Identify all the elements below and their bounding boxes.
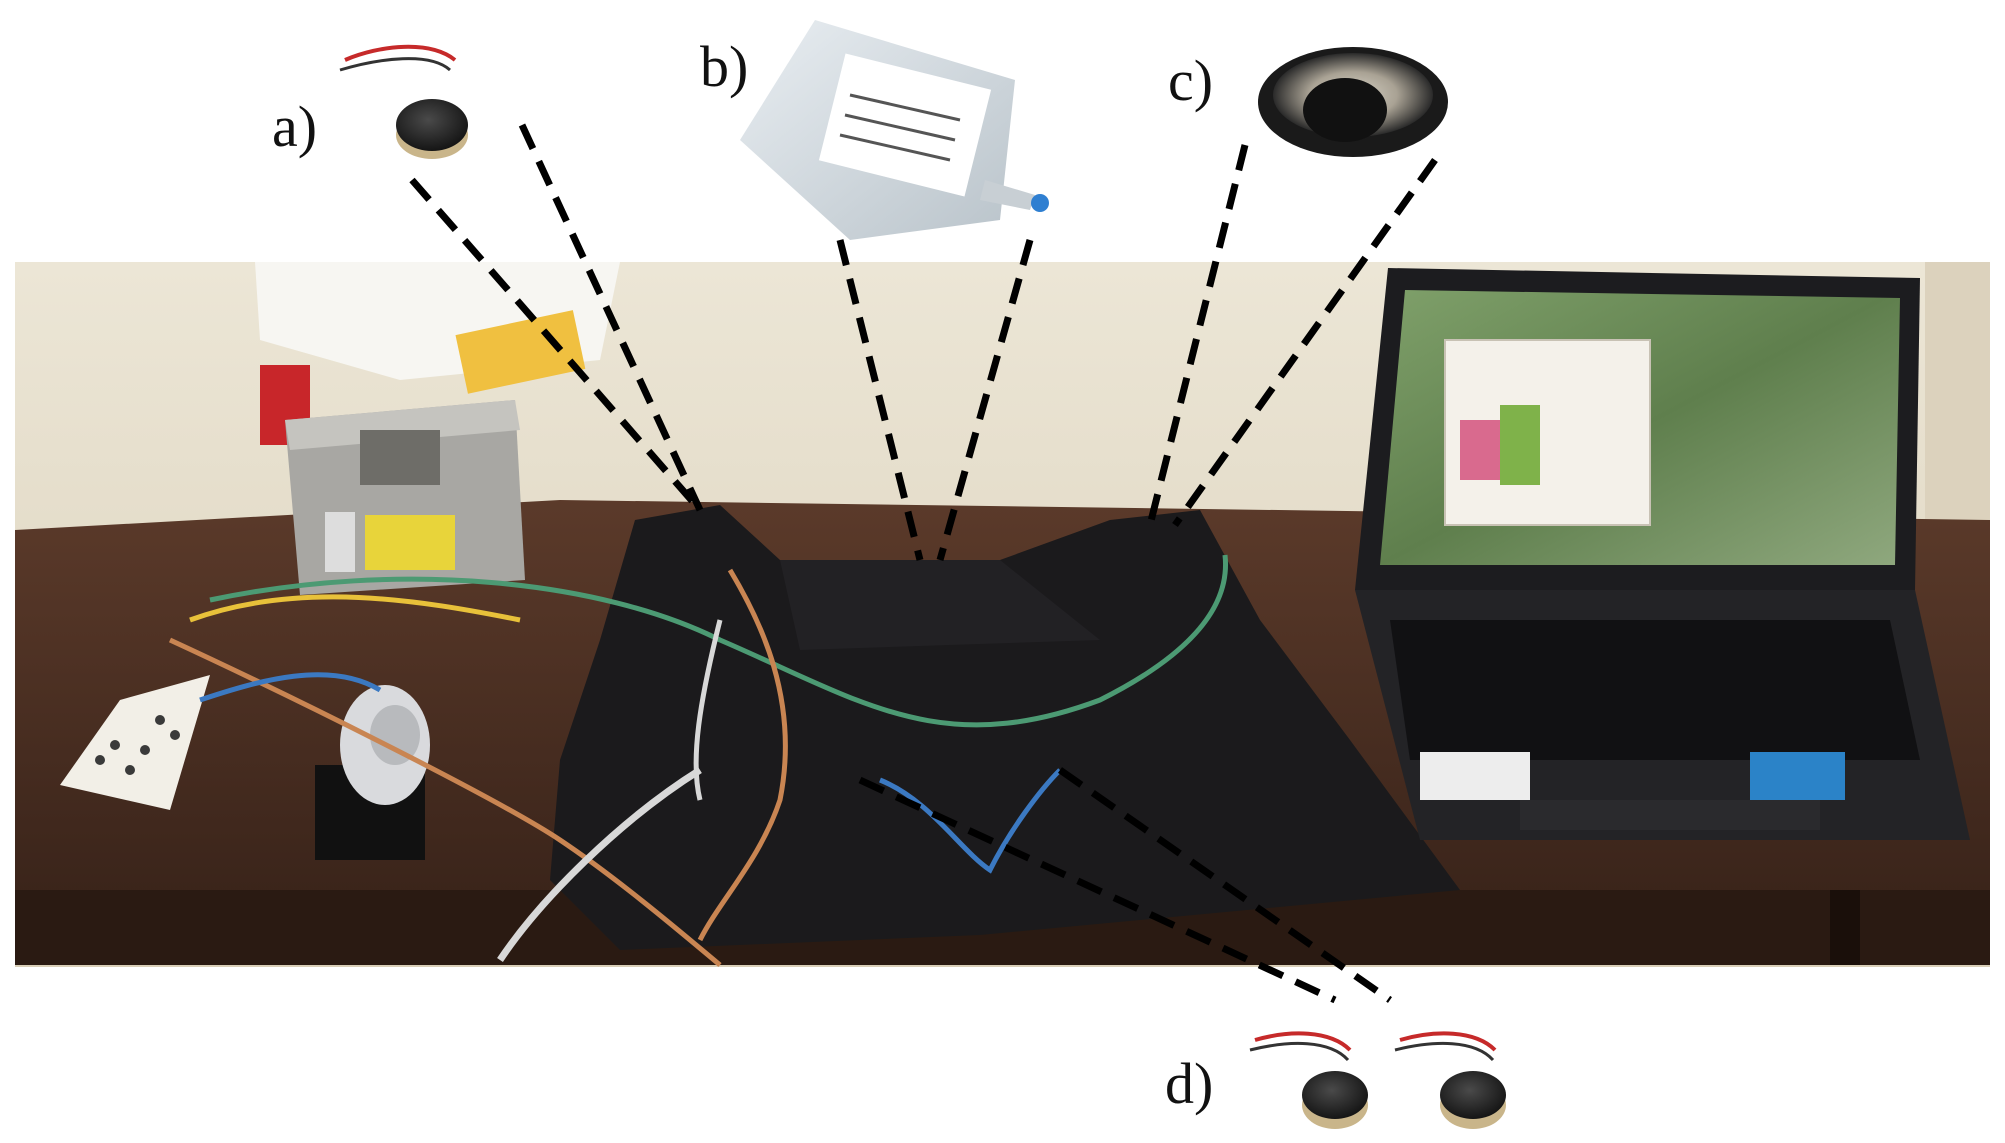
- wires: [168, 554, 1229, 967]
- speaker-icon: [1258, 47, 1448, 157]
- leader-b-right: [936, 239, 1034, 561]
- leader-lines: [409, 123, 1438, 1004]
- leader-d-right: [1057, 767, 1393, 1003]
- label-d: d): [1165, 1051, 1214, 1116]
- vibration-motor-icon: [339, 44, 468, 159]
- leader-b-left: [836, 239, 924, 561]
- leader-a-right: [518, 123, 704, 512]
- iv-fluid-bag-icon: [740, 20, 1049, 240]
- breadboard: [60, 675, 210, 810]
- label-c: c): [1168, 48, 1214, 113]
- leader-a-left: [409, 177, 703, 513]
- leader-d-left: [858, 776, 1337, 1004]
- leader-c-left: [1146, 144, 1249, 526]
- power-supply: [285, 400, 525, 595]
- leader-c-right: [1172, 157, 1438, 528]
- label-a: a): [272, 94, 318, 159]
- label-b: b): [700, 34, 749, 99]
- vibration-motors-pair-icon: [1249, 1031, 1506, 1129]
- black-vest: [550, 505, 1460, 950]
- hp-laptop: [1355, 268, 1970, 840]
